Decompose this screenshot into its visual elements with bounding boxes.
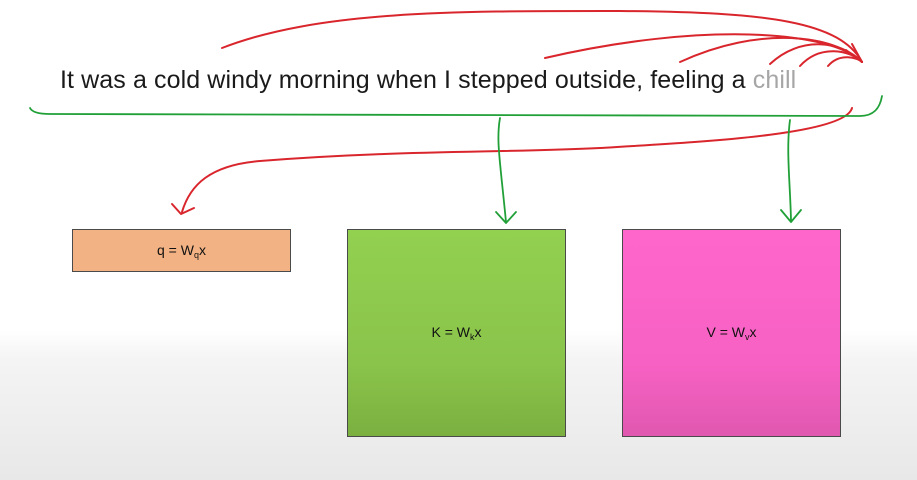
value-formula: V = Wvx — [706, 324, 756, 342]
key-formula-lhs: K = W — [431, 324, 470, 340]
attention-arc-it — [221, 9, 863, 63]
key-formula: K = Wkx — [431, 324, 481, 342]
value-formula-lhs: V = W — [706, 324, 745, 340]
attention-arc-outside — [544, 33, 863, 63]
key-formula-rhs: x — [474, 324, 482, 340]
highlighted-word-chill: chill — [752, 66, 797, 94]
query-arrowhead — [171, 203, 195, 215]
sentence-underbrace — [29, 95, 883, 117]
query-formula: q = Wqx — [157, 242, 206, 260]
attention-arrowhead-chill — [845, 43, 863, 63]
query-formula-lhs: q = W — [157, 241, 194, 258]
key-projection-arrow — [495, 117, 517, 224]
value-projection-arrow — [780, 119, 802, 223]
key-formula-sub: k — [470, 332, 475, 342]
input-sentence: It was a cold windy morning when I stepp… — [60, 66, 796, 95]
key-box: K = Wkx — [347, 229, 566, 437]
value-formula-sub: v — [745, 332, 750, 342]
query-formula-sub: q — [193, 249, 199, 260]
value-box: V = Wvx — [622, 229, 841, 437]
attention-arc-feeling — [679, 36, 863, 63]
query-box: q = Wqx — [72, 229, 291, 272]
query-formula-rhs: x — [198, 241, 206, 258]
attention-arc-to-query — [181, 107, 853, 213]
sentence-text: It was a cold windy morning when I stepp… — [60, 66, 746, 94]
value-formula-rhs: x — [749, 324, 757, 340]
